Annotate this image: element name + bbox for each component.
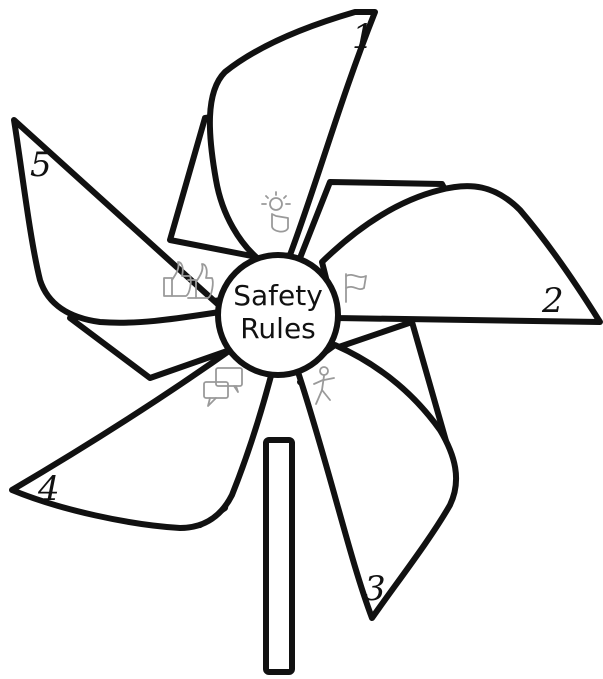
blade-3-number: 3 [364,569,386,609]
hub-title-line1: Safety [233,279,323,312]
blade-4-number: 4 [37,469,60,509]
pinwheel-stick [266,440,292,672]
blade-1-number: 1 [352,17,374,57]
hub-title-line2: Rules [240,312,316,345]
hub: Safety Rules [218,255,338,375]
blade-5-number: 5 [30,145,52,185]
blade-2-number: 2 [541,281,564,321]
